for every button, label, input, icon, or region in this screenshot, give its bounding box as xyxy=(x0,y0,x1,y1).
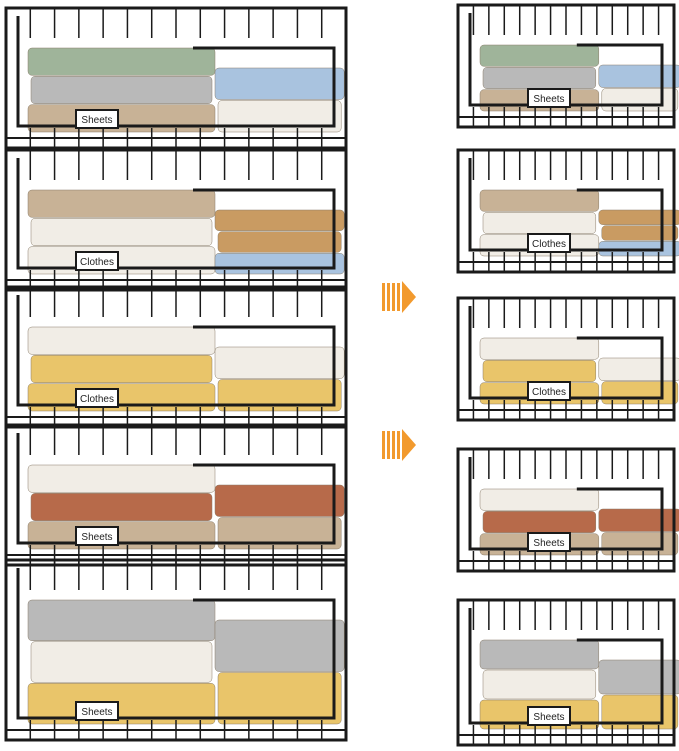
folded-linen xyxy=(214,253,345,275)
folded-linen xyxy=(601,694,679,730)
folded-linen xyxy=(601,88,679,112)
label-holder xyxy=(75,701,119,721)
folded-linen xyxy=(217,100,342,133)
folded-linen xyxy=(217,379,342,412)
folded-linen xyxy=(30,641,213,683)
folded-linen xyxy=(214,209,345,231)
folded-linen xyxy=(27,683,216,725)
basket-label: Clothes xyxy=(532,239,566,250)
folded-linen xyxy=(27,521,216,550)
folded-linen xyxy=(601,381,679,405)
folded-linen xyxy=(27,189,216,218)
folded-linen xyxy=(479,639,600,670)
basket-label: Sheets xyxy=(533,712,564,723)
folded-linen xyxy=(214,67,345,100)
label-holder xyxy=(527,706,571,726)
folded-linen xyxy=(598,357,679,381)
folded-linen xyxy=(27,246,216,275)
folded-linen xyxy=(479,337,600,360)
folded-linen xyxy=(482,511,597,533)
orange-arrow-icon xyxy=(382,281,416,313)
stack-basket: Sheets xyxy=(4,6,348,150)
basket-label: Clothes xyxy=(80,394,114,405)
stack-basket: Sheets xyxy=(4,423,348,567)
folded-linen xyxy=(601,532,679,556)
basket-label: Sheets xyxy=(533,94,564,105)
folded-linen xyxy=(598,209,679,225)
folded-linen xyxy=(601,225,679,241)
folded-linen xyxy=(479,189,600,212)
folded-linen xyxy=(482,360,597,382)
folded-linen xyxy=(598,64,679,88)
label-holder xyxy=(75,109,119,129)
folded-linen xyxy=(30,218,213,246)
folded-linen xyxy=(217,517,342,550)
folded-linen xyxy=(27,326,216,355)
folded-linen xyxy=(482,669,597,700)
label-holder xyxy=(527,532,571,552)
stack-basket: Clothes xyxy=(4,148,348,292)
basket-label: Clothes xyxy=(80,257,114,268)
label-holder xyxy=(75,526,119,546)
folded-linen xyxy=(30,493,213,521)
folded-linen xyxy=(479,44,600,67)
folded-linen xyxy=(30,76,213,104)
label-holder xyxy=(75,388,119,408)
folded-linen xyxy=(217,231,342,253)
folded-linen xyxy=(214,619,345,672)
folded-linen xyxy=(30,355,213,383)
single-basket: Sheets xyxy=(456,3,679,129)
folded-linen xyxy=(27,104,216,133)
folded-linen xyxy=(214,484,345,517)
folded-linen xyxy=(27,47,216,76)
folded-linen xyxy=(482,67,597,89)
folded-linen xyxy=(214,346,345,379)
label-holder xyxy=(75,251,119,271)
folded-linen xyxy=(27,599,216,641)
folded-linen xyxy=(479,488,600,511)
single-basket: Clothes xyxy=(456,296,679,422)
label-holder xyxy=(527,381,571,401)
orange-arrow-icon xyxy=(382,429,416,461)
label-holder xyxy=(527,233,571,253)
folded-linen xyxy=(598,659,679,695)
label-holder xyxy=(527,88,571,108)
basket-label: Sheets xyxy=(81,532,112,543)
folded-linen xyxy=(217,672,342,725)
stack-basket: Clothes xyxy=(4,285,348,429)
basket-label: Sheets xyxy=(81,115,112,126)
single-basket: Clothes xyxy=(456,148,679,274)
stack-basket: Sheets xyxy=(4,558,348,742)
folded-linen xyxy=(27,464,216,493)
basket-label: Sheets xyxy=(533,538,564,549)
single-basket: Sheets xyxy=(456,598,679,747)
basket-label: Clothes xyxy=(532,387,566,398)
basket-label: Sheets xyxy=(81,707,112,718)
folded-linen xyxy=(482,212,597,234)
arrow-group xyxy=(382,281,416,461)
single-basket: Sheets xyxy=(456,447,679,573)
folded-linen xyxy=(27,383,216,412)
folded-linen xyxy=(598,508,679,532)
